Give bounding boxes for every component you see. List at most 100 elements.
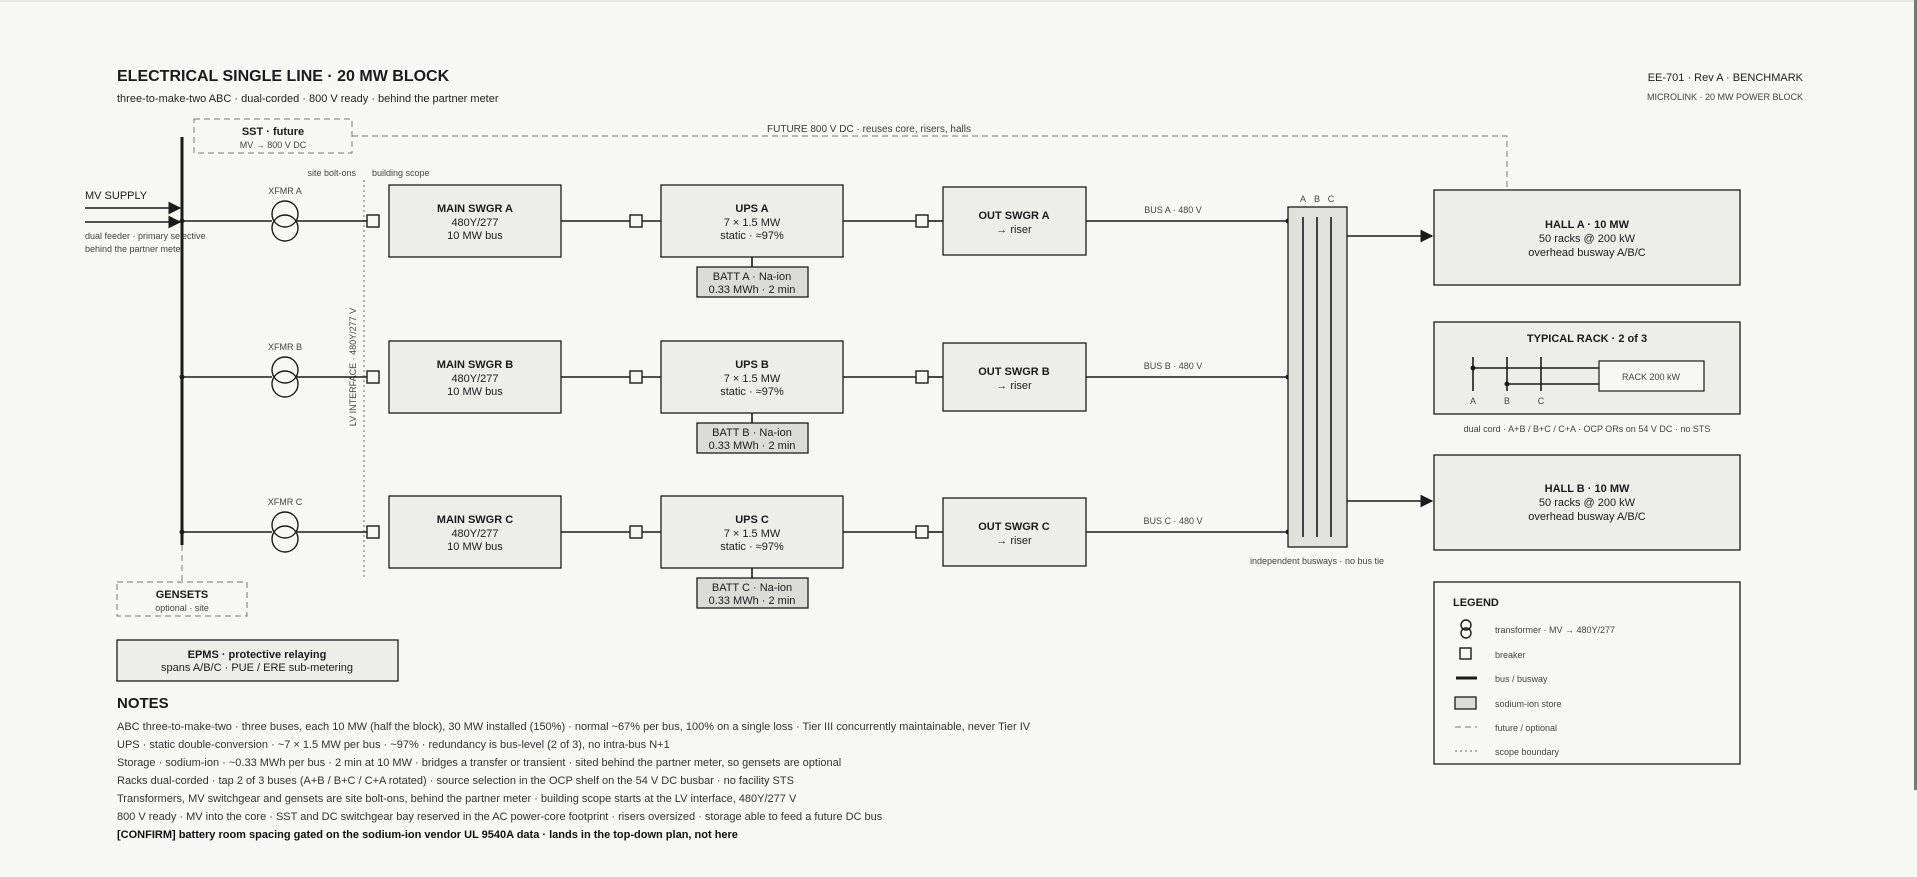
rack-letter-c: C xyxy=(1538,396,1545,406)
battery-line2-c: 0.33 MWh · 2 min xyxy=(709,595,796,607)
site-scope-label: site bolt-ons xyxy=(307,168,356,178)
lv-interface-label: LV INTERFACE · 480Y/277 V xyxy=(348,308,358,426)
rack-letter-b: B xyxy=(1504,396,1510,406)
busway-note: independent busways · no bus tie xyxy=(1250,556,1384,566)
bus-label-b: BUS B · 480 V xyxy=(1144,361,1203,371)
typical-rack-box: TYPICAL RACK · 2 of 3 RACK 200 kW A B C xyxy=(1433,321,1741,415)
main-swgr-title-a: MAIN SWGR A xyxy=(437,203,513,215)
building-scope-label: building scope xyxy=(372,168,430,178)
out-swgr-line1-c: → riser xyxy=(996,535,1032,547)
transformer-icon xyxy=(271,511,299,539)
battery-line2-a: 0.33 MWh · 2 min xyxy=(709,284,796,296)
hall-b-line1: 50 racks @ 200 kW xyxy=(1539,497,1636,509)
battery-line1-c: BATT C · Na-ion xyxy=(712,582,792,594)
rack-title: TYPICAL RACK · 2 of 3 xyxy=(1527,333,1647,345)
main-swgr-line2-c: 10 MW bus xyxy=(447,541,503,553)
main-swgr-title-c: MAIN SWGR C xyxy=(437,514,513,526)
legend-item-bus: bus / busway xyxy=(1495,674,1548,684)
sst-title: SST · future xyxy=(242,126,304,138)
ups-b xyxy=(660,340,844,414)
sst-sub: MV → 800 V DC xyxy=(240,140,307,150)
note-line: 800 V ready · MV into the core · SST and… xyxy=(117,811,883,823)
legend-item-scope: scope boundary xyxy=(1495,747,1560,757)
breaker-icon xyxy=(629,370,643,384)
ups-line1-c: 7 × 1.5 MW xyxy=(724,528,781,540)
main-swgr-line1-b: 480Y/277 xyxy=(451,373,498,385)
out-swgr-b xyxy=(942,342,1087,412)
supply-note-1: dual feeder · primary selective xyxy=(85,231,206,241)
hall-a-box: HALL A · 10 MW 50 racks @ 200 kW overhea… xyxy=(1433,189,1741,286)
scrollbar[interactable] xyxy=(1914,0,1917,790)
epms-box: EPMS · protective relaying spans A/B/C ·… xyxy=(116,639,399,682)
notes-title: NOTES xyxy=(117,695,169,712)
legend-title: LEGEND xyxy=(1453,597,1499,609)
out-swgr-line1-b: → riser xyxy=(996,380,1032,392)
transformer-icon xyxy=(271,214,299,242)
xfmr-label-b: XFMR B xyxy=(268,342,302,352)
epms-sub: spans A/B/C · PUE / ERE sub-metering xyxy=(161,662,353,674)
out-swgr-title-b: OUT SWGR B xyxy=(978,366,1050,378)
busway-letter-a: A xyxy=(1300,194,1306,204)
sst-future-box: SST · future MV → 800 V DC xyxy=(193,118,353,154)
xfmr-label-a: XFMR A xyxy=(268,186,302,196)
bus-label-a: BUS A · 480 V xyxy=(1144,205,1202,215)
main-swgr-line2-b: 10 MW bus xyxy=(447,386,503,398)
hall-b-line2: overhead busway A/B/C xyxy=(1528,511,1645,523)
breaker-icon xyxy=(915,525,929,539)
gensets-title: GENSETS xyxy=(156,589,209,601)
top-border xyxy=(0,0,1917,2)
busway-letter-b: B xyxy=(1314,194,1320,204)
main-swgr-title-b: MAIN SWGR B xyxy=(437,359,513,371)
page-title: ELECTRICAL SINGLE LINE · 20 MW BLOCK xyxy=(117,68,450,85)
ups-line2-b: static · ≈97% xyxy=(720,386,784,398)
note-line: ABC three-to-make-two · three buses, eac… xyxy=(117,721,1031,733)
hall-b-title: HALL B · 10 MW xyxy=(1545,483,1630,495)
out-swgr-line1-a: → riser xyxy=(996,224,1032,236)
ups-line2-a: static · ≈97% xyxy=(720,230,784,242)
gensets-box: GENSETS optional · site xyxy=(116,581,248,617)
ups-title-a: UPS A xyxy=(735,203,768,215)
transformer-icon xyxy=(1460,619,1472,639)
note-line: UPS · static double-conversion · ~7 × 1.… xyxy=(117,739,670,751)
transformer-icon xyxy=(271,356,299,384)
rack-200kw xyxy=(1598,360,1705,392)
project-name: MICROLINK · 20 MW POWER BLOCK xyxy=(1647,92,1803,102)
gensets-sub: optional · site xyxy=(155,603,209,613)
future-dc-label: FUTURE 800 V DC · reuses core, risers, h… xyxy=(767,124,971,135)
supply-note-2: behind the partner meter xyxy=(85,244,184,254)
out-swgr-title-c: OUT SWGR C xyxy=(978,521,1050,533)
breaker-icon xyxy=(366,525,380,539)
ups-line1-a: 7 × 1.5 MW xyxy=(724,217,781,229)
note-line: Storage · sodium-ion · ~0.33 MWh per bus… xyxy=(117,757,841,769)
battery-line2-b: 0.33 MWh · 2 min xyxy=(709,440,796,452)
transformer-icon xyxy=(271,200,299,228)
hall-b-box: HALL B · 10 MW 50 racks @ 200 kW overhea… xyxy=(1433,454,1741,551)
busway-letter-c: C xyxy=(1328,194,1335,204)
transformer-icon xyxy=(271,370,299,398)
epms-title: EPMS · protective relaying xyxy=(188,649,327,661)
ups-c xyxy=(660,495,844,569)
hall-a-title: HALL A · 10 MW xyxy=(1545,219,1630,231)
ups-line2-c: static · ≈97% xyxy=(720,541,784,553)
legend: LEGEND transformer · MV → 480Y/277 break… xyxy=(1433,581,1741,765)
main-swgr-line1-c: 480Y/277 xyxy=(451,528,498,540)
transformer-icon xyxy=(271,525,299,553)
note-line: Racks dual-corded · tap 2 of 3 buses (A+… xyxy=(117,775,794,787)
rack-label: RACK 200 kW xyxy=(1622,372,1681,382)
notes: NOTES ABC three-to-make-two · three buse… xyxy=(117,695,1031,841)
note-confirm: [CONFIRM] battery room spacing gated on … xyxy=(117,829,738,841)
out-swgr-title-a: OUT SWGR A xyxy=(978,210,1049,222)
breaker-icon xyxy=(366,370,380,384)
legend-item-store: sodium-ion store xyxy=(1495,699,1562,709)
breaker-icon xyxy=(1459,647,1472,660)
legend-item-future: future / optional xyxy=(1495,723,1557,733)
battery-a xyxy=(696,266,809,298)
future-dc-path xyxy=(352,135,1508,189)
battery-line1-b: BATT B · Na-ion xyxy=(712,427,792,439)
page-subtitle: three-to-make-two ABC · dual-corded · 80… xyxy=(117,93,499,105)
ups-title-b: UPS B xyxy=(735,359,769,371)
out-swgr-a xyxy=(942,186,1087,256)
